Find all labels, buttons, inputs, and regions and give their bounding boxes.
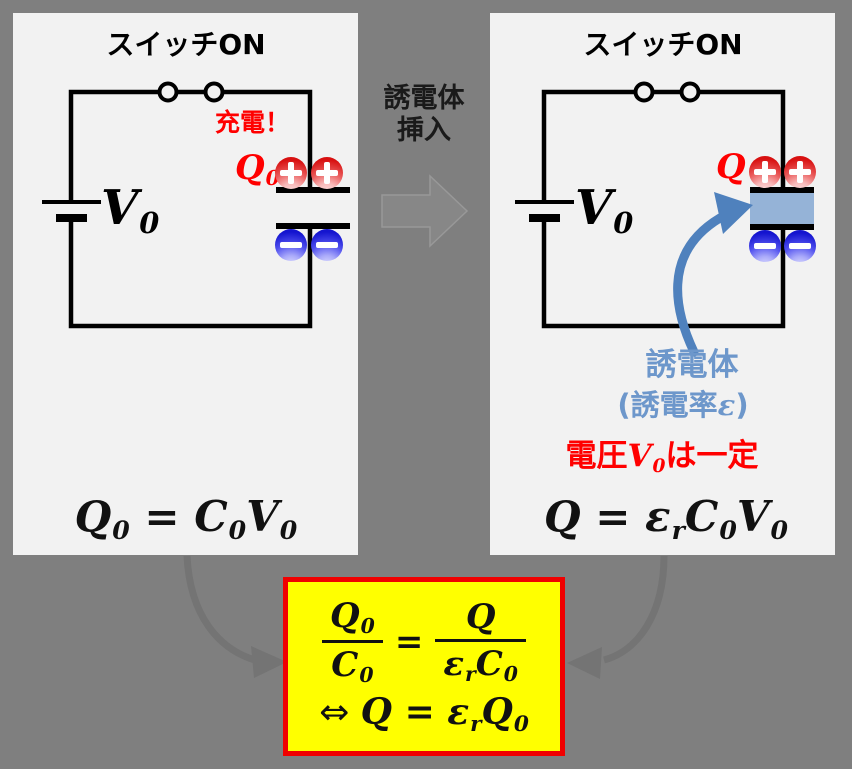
circuit-wire bbox=[68, 217, 313, 329]
minus-charge-icon bbox=[784, 230, 816, 262]
plus-charge-icon bbox=[749, 156, 781, 188]
fraction-numerator: Q0 bbox=[329, 596, 375, 639]
transition-label: 誘電体 挿入 bbox=[384, 83, 465, 147]
plus-charge-icon bbox=[784, 156, 816, 188]
minus-charge-icon bbox=[275, 229, 307, 261]
minus-bar bbox=[279, 241, 303, 249]
left-charge-label: Q0 bbox=[235, 148, 280, 191]
left-panel-title: スイッチON bbox=[106, 28, 266, 61]
battery-icon bbox=[42, 200, 101, 222]
left-result-formula: Q0 = C0V0 bbox=[74, 492, 298, 545]
minus-bar bbox=[788, 242, 812, 250]
fraction-numerator: Q bbox=[465, 597, 496, 638]
switch-icon bbox=[633, 81, 701, 103]
circuit-wire bbox=[68, 89, 313, 201]
plus-charge-icon bbox=[311, 157, 343, 189]
plus-bar bbox=[323, 161, 331, 185]
conclusion-box: Q0 C0 = Q εrC0 ⇔ Q = εrQ0 bbox=[283, 577, 565, 756]
transition-arrow-icon bbox=[381, 174, 469, 248]
right-charge-label: Q bbox=[716, 147, 746, 187]
conclusion-equation-row: Q0 C0 = Q εrC0 bbox=[321, 596, 526, 687]
plus-bar bbox=[796, 160, 804, 184]
plus-charge-icon bbox=[275, 157, 307, 189]
fraction-q0-c0: Q0 C0 bbox=[321, 596, 383, 687]
left-voltage-label: V0 bbox=[101, 180, 160, 240]
connector-arrow-right-icon bbox=[567, 555, 668, 679]
panel-after-insertion bbox=[490, 13, 835, 555]
right-voltage-label: V0 bbox=[575, 180, 634, 240]
equals-sign: = bbox=[394, 621, 424, 662]
dielectric-pointer-arrow-icon bbox=[673, 192, 753, 357]
left-circuit bbox=[42, 81, 350, 329]
right-panel-title: スイッチON bbox=[583, 28, 743, 61]
dielectric-label: 誘電体 bbox=[645, 347, 739, 383]
minus-bar bbox=[753, 242, 777, 250]
fraction-q-erc0: Q εrC0 bbox=[435, 597, 526, 686]
circuit-wire bbox=[541, 89, 786, 201]
dielectric-slab bbox=[750, 193, 814, 224]
transition-label-line2: 挿入 bbox=[397, 114, 451, 146]
switch-icon bbox=[157, 81, 225, 103]
right-result-formula: Q = εrC0V0 bbox=[544, 492, 788, 545]
voltage-constant-label: 電圧V0は一定 bbox=[565, 438, 759, 477]
transition-label-line1: 誘電体 bbox=[383, 83, 465, 114]
permittivity-label: (誘電率ε) bbox=[617, 388, 749, 422]
plus-bar bbox=[287, 161, 295, 185]
battery-icon bbox=[515, 200, 574, 222]
fraction-denominator: εrC0 bbox=[435, 639, 526, 686]
circuit-wire bbox=[541, 217, 786, 329]
right-circuit bbox=[515, 81, 814, 357]
fraction-denominator: C0 bbox=[321, 640, 383, 687]
minus-charge-icon bbox=[311, 229, 343, 261]
conclusion-result-line: ⇔ Q = εrQ0 bbox=[319, 691, 529, 737]
minus-bar bbox=[315, 241, 339, 249]
charging-label: 充電！ bbox=[215, 108, 291, 137]
plus-bar bbox=[761, 160, 769, 184]
minus-charge-icon bbox=[749, 230, 781, 262]
connector-arrow-left-icon bbox=[183, 555, 287, 678]
